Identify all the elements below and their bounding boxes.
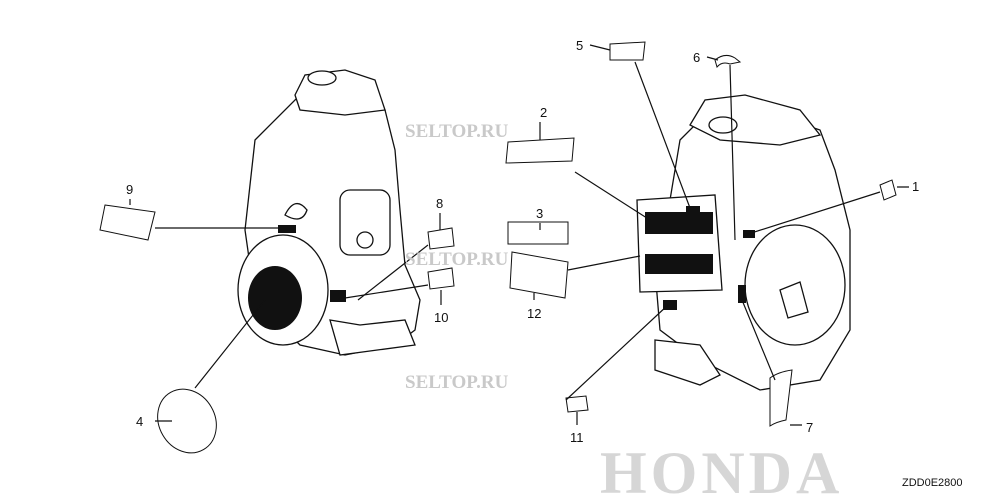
brand-logo-watermark: HONDA <box>600 440 843 500</box>
left-engine-drawing <box>237 69 421 356</box>
callout-2: 2 <box>540 105 547 120</box>
watermark-text: SELTOP.RU <box>405 249 509 270</box>
callout-4: 4 <box>136 414 143 429</box>
watermark-text: SELTOP.RU <box>405 121 509 142</box>
callout-11: 11 <box>570 430 584 445</box>
callout-6: 6 <box>693 50 700 65</box>
drawing-code: ZDD0E2800 <box>902 477 963 489</box>
callout-9: 9 <box>126 182 133 197</box>
right-engine-drawing <box>636 94 851 391</box>
watermark-text: SELTOP.RU <box>405 372 509 393</box>
callout-5: 5 <box>576 38 583 53</box>
callout-12: 12 <box>527 306 541 321</box>
label-parts <box>99 41 897 454</box>
callout-3: 3 <box>536 206 543 221</box>
callout-1: 1 <box>912 179 919 194</box>
callout-8: 8 <box>436 196 443 211</box>
callout-10: 10 <box>434 310 448 325</box>
callout-7: 7 <box>806 420 813 435</box>
leader-lines <box>129 44 909 426</box>
